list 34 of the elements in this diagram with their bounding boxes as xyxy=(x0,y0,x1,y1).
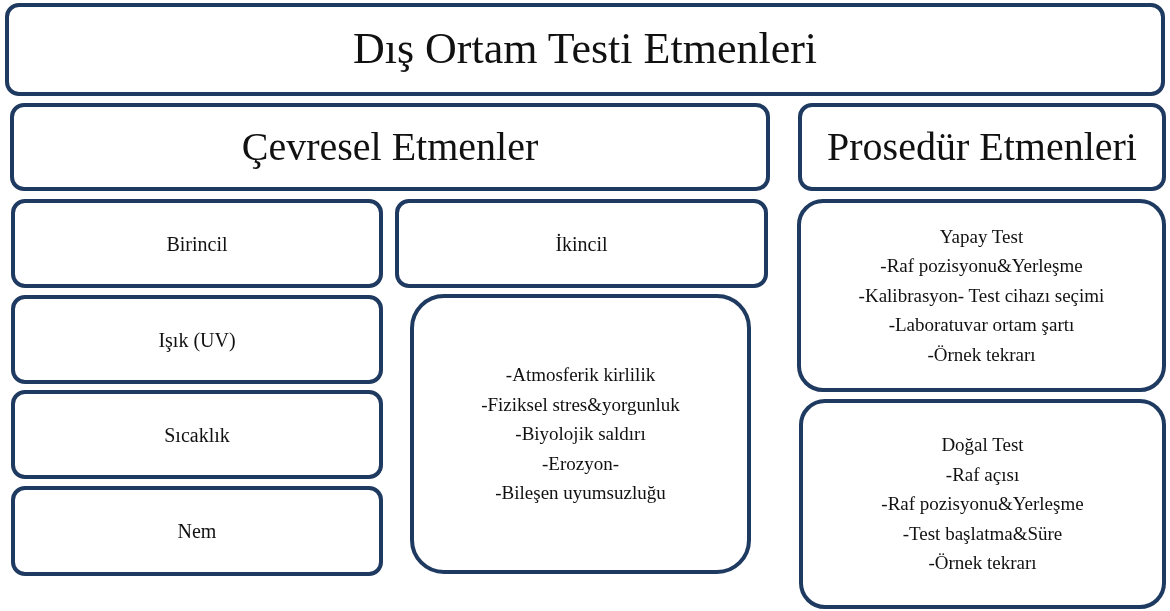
box-text: -Raf açısı xyxy=(945,462,1020,487)
text-box xyxy=(395,199,768,288)
box-text: Dış Ortam Testi Etmenleri xyxy=(352,23,818,76)
text-box xyxy=(10,103,770,191)
box-text: Sıcaklık xyxy=(164,422,230,447)
box-text: Prosedür Etmenleri xyxy=(827,123,1137,171)
box-text: -Biyolojik saldırı xyxy=(515,422,646,447)
box-text: -Test başlatma&Süre xyxy=(902,521,1063,546)
box-heading: Yapay Test xyxy=(939,224,1024,249)
box-text: Birincil xyxy=(166,231,228,256)
box-text: -Örnek tekrarı xyxy=(928,551,1037,576)
box-text: -Fiziksel stres&yorgunluk xyxy=(481,392,680,417)
text-box xyxy=(410,294,751,574)
box-heading: Doğal Test xyxy=(941,433,1024,458)
text-box xyxy=(11,390,383,479)
box-text: -Raf pozisyonu&Yerleşme xyxy=(881,492,1084,517)
text-box xyxy=(11,199,383,288)
text-box xyxy=(5,3,1165,96)
box-text: -Erozyon- xyxy=(542,451,619,476)
box-text: Çevresel Etmenler xyxy=(241,123,539,171)
box-text: İkincil xyxy=(555,231,608,256)
text-box xyxy=(11,295,383,384)
box-text: Işık (UV) xyxy=(158,327,236,352)
box-text: -Raf pozisyonu&Yerleşme xyxy=(880,254,1083,279)
box-text: -Atmosferik kirlilik xyxy=(505,363,656,388)
text-box xyxy=(11,486,383,576)
box-text: Nem xyxy=(177,519,217,543)
box-text: -Laboratuvar ortam şartı xyxy=(888,313,1075,338)
box-text: -Örnek tekrarı xyxy=(927,342,1036,367)
box-text: -Kalibrasyon- Test cihazı seçimi xyxy=(858,283,1105,308)
text-box xyxy=(797,199,1166,392)
text-box xyxy=(798,103,1166,191)
box-text: -Bileşen uyumsuzluğu xyxy=(495,481,666,506)
text-box xyxy=(799,399,1166,609)
